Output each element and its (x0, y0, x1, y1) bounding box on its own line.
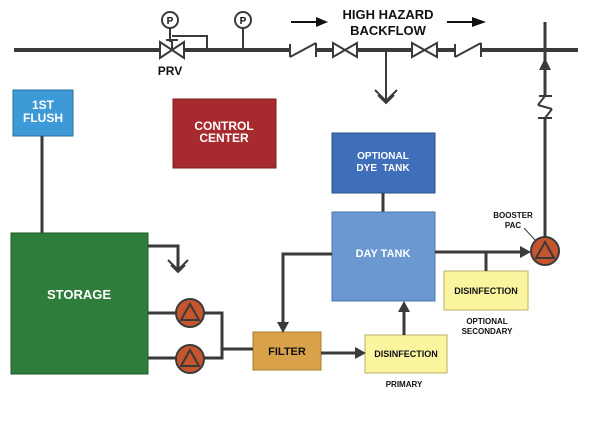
dye-tank-box (331, 132, 436, 194)
gauge-symbol: P (240, 16, 247, 27)
arrow-icon (355, 347, 366, 359)
backflow-title-line1: HIGH HAZARD (343, 7, 434, 22)
disinfection-primary-label: DISINFECTION (374, 349, 438, 359)
relief-drain-icon (374, 50, 398, 105)
pump-piping (148, 311, 253, 360)
booster-caption-line2: PAC (505, 221, 522, 230)
control-center-box (172, 98, 277, 169)
arrow-icon (520, 246, 531, 258)
dye-tank-label-line1: OPTIONAL (357, 151, 409, 162)
flow-arrow-icon (291, 17, 328, 27)
flow-arrow-icon (447, 17, 486, 27)
gate-valve-icon (332, 41, 358, 59)
first-flush-label-line1: 1ST (32, 98, 55, 112)
pressure-gauge-icon (161, 11, 179, 42)
filter-box (252, 331, 322, 371)
disinfection-secondary-box (443, 270, 529, 311)
filter-label: FILTER (268, 346, 306, 358)
secondary-caption-line1: OPTIONAL (466, 317, 507, 326)
backflow-title-line2: BACKFLOW (350, 23, 427, 38)
check-valve-icon (537, 95, 553, 119)
booster-caption-line1: BOOSTER (493, 211, 533, 220)
overflow-drain-icon (148, 244, 189, 274)
day-tank-label: DAY TANK (356, 248, 411, 260)
primary-caption: PRIMARY (386, 380, 423, 389)
booster-pump-icon (530, 236, 560, 266)
prv-valve-icon (159, 35, 208, 60)
first-flush-box (12, 89, 74, 137)
pump-icon (175, 344, 205, 374)
arrow-icon (277, 322, 289, 333)
prv-label: PRV (158, 64, 182, 78)
riser-pipe (539, 22, 551, 238)
flow-lines (281, 250, 523, 355)
storage-box (10, 232, 149, 375)
dye-tank-label-line2: DYE TANK (356, 163, 410, 174)
disinfection-secondary-label: DISINFECTION (454, 286, 518, 296)
check-valve-icon (289, 42, 317, 58)
pressure-gauge-icon (234, 11, 252, 50)
pump-icon (175, 298, 205, 328)
secondary-caption-line2: SECONDARY (462, 327, 513, 336)
disinfection-primary-box (364, 334, 448, 374)
first-flush-label-line2: FLUSH (23, 111, 63, 125)
storage-label: STORAGE (47, 287, 111, 302)
booster-leader-line (523, 227, 536, 241)
check-valve-icon (454, 42, 482, 58)
control-center-label-line2: CENTER (199, 131, 249, 145)
gauge-symbol: P (167, 16, 174, 27)
day-tank-box (331, 211, 436, 302)
arrow-icon (398, 301, 410, 312)
control-center-label-line1: CONTROL (194, 119, 253, 133)
gate-valve-icon (411, 41, 438, 59)
